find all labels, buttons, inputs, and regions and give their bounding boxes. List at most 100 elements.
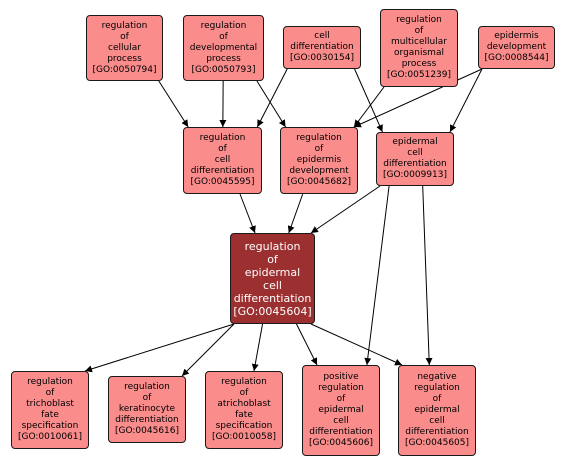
edge-arrow bbox=[256, 68, 288, 128]
node-label-line: differentiation bbox=[190, 166, 255, 176]
node-label-line: of bbox=[336, 394, 346, 404]
edge-arrow bbox=[158, 80, 189, 128]
node-label-line: epidermis bbox=[296, 155, 342, 165]
node-label-line: differentiation bbox=[290, 42, 354, 52]
node-label-line: regulation bbox=[124, 382, 170, 392]
edge-arrow bbox=[256, 80, 286, 128]
node-label-line: process bbox=[401, 59, 437, 69]
node-label-line: negative bbox=[417, 372, 457, 382]
edge-arrow bbox=[287, 193, 304, 234]
node-label-line: differentiation bbox=[115, 415, 179, 425]
edge-arrow bbox=[354, 68, 383, 133]
node-label-line: of bbox=[239, 388, 249, 398]
node-label-line: [GO:0051239] bbox=[386, 70, 452, 80]
node-label-line: epidermal bbox=[392, 137, 438, 147]
node-label-line: regulation bbox=[27, 377, 73, 387]
node-label-line: regulation bbox=[396, 15, 442, 25]
node-label-line: cell bbox=[263, 278, 282, 292]
node-label-line: process bbox=[107, 53, 142, 64]
node-label-line: epidermal bbox=[244, 265, 301, 279]
edge-arrow bbox=[353, 68, 483, 128]
node-label-line: regulation bbox=[244, 239, 301, 253]
node-label-line: regulation bbox=[199, 133, 246, 143]
edge-arrow bbox=[251, 323, 264, 372]
edge-arrow bbox=[449, 68, 483, 133]
node-label-line: atrichoblast bbox=[217, 399, 271, 409]
node-label-line: specification bbox=[21, 421, 79, 431]
node-label-line: developmental bbox=[189, 42, 258, 53]
edge-arrow bbox=[353, 86, 385, 128]
node-label-line: regulation bbox=[296, 133, 342, 143]
node-label-line: of bbox=[120, 31, 129, 42]
edge-arrow bbox=[296, 323, 318, 366]
node-label-line: epidermal bbox=[318, 405, 364, 415]
node-label-line: [GO:0045605] bbox=[404, 438, 470, 448]
edge-arrow bbox=[239, 193, 256, 234]
node-label-line: [GO:0009913] bbox=[382, 170, 448, 180]
node-label-line: cell bbox=[407, 148, 423, 158]
node-label-line: cell bbox=[214, 155, 231, 165]
node-label-line: of bbox=[218, 144, 227, 154]
node-label-line: cell bbox=[429, 416, 445, 426]
node-label-line: regulation bbox=[318, 383, 364, 393]
node-label-line: [GO:0045616] bbox=[114, 426, 180, 436]
node-label-line: specification bbox=[215, 421, 273, 431]
edge-arrow bbox=[422, 185, 433, 366]
node-label-line: process bbox=[206, 53, 241, 64]
node-label-line: keratinocyte bbox=[118, 404, 176, 414]
node-label-line: development bbox=[289, 166, 349, 176]
node-label-line: regulation bbox=[101, 20, 148, 31]
node-label-line: multicellular bbox=[391, 37, 447, 47]
edge-arrow bbox=[181, 323, 235, 377]
node-label-line: of bbox=[45, 388, 55, 398]
node-label-line: of bbox=[314, 144, 324, 154]
node-label-line: regulation bbox=[200, 20, 247, 31]
node-label-line: development bbox=[486, 42, 547, 52]
node-label-line: cell bbox=[314, 31, 330, 41]
node-label-line: positive bbox=[323, 372, 359, 382]
node-label-line: of bbox=[219, 31, 228, 42]
node-label-line: trichoblast bbox=[26, 399, 74, 409]
node-label-line: cellular bbox=[108, 42, 141, 53]
node-label-line: of bbox=[142, 393, 152, 403]
edge-arrow bbox=[84, 323, 235, 373]
node-label-line: of bbox=[414, 26, 424, 36]
node-label-line: [GO:0045595] bbox=[190, 177, 255, 187]
node-label-line: epidermal bbox=[414, 405, 460, 415]
node-label-line: [GO:0045682] bbox=[286, 177, 352, 187]
node-label-line: [GO:0008544] bbox=[484, 53, 549, 63]
node-label-line: [GO:0030154] bbox=[289, 53, 355, 63]
node-label-line: differentiation bbox=[309, 427, 373, 437]
node-label-line: epidermis bbox=[494, 31, 539, 41]
node-label-line: [GO:0010061] bbox=[17, 432, 83, 442]
node-label-line: fate bbox=[41, 410, 59, 420]
node-label-line: differentiation bbox=[233, 291, 312, 305]
node-label-line: [GO:0010058] bbox=[211, 432, 277, 442]
edge-arrow bbox=[310, 185, 381, 234]
node-label-line: cell bbox=[333, 416, 349, 426]
node-label-line: [GO:0050793] bbox=[191, 64, 256, 75]
node-label-line: regulation bbox=[414, 383, 460, 393]
node-label-line: [GO:0050794] bbox=[92, 64, 157, 75]
node-label-line: of bbox=[432, 394, 442, 404]
node-label-line: [GO:0045604] bbox=[233, 304, 312, 318]
edge-arrow bbox=[364, 185, 390, 366]
node-label-line: fate bbox=[235, 410, 253, 420]
node-label-line: of bbox=[267, 252, 278, 266]
node-label-line: regulation bbox=[221, 377, 267, 387]
